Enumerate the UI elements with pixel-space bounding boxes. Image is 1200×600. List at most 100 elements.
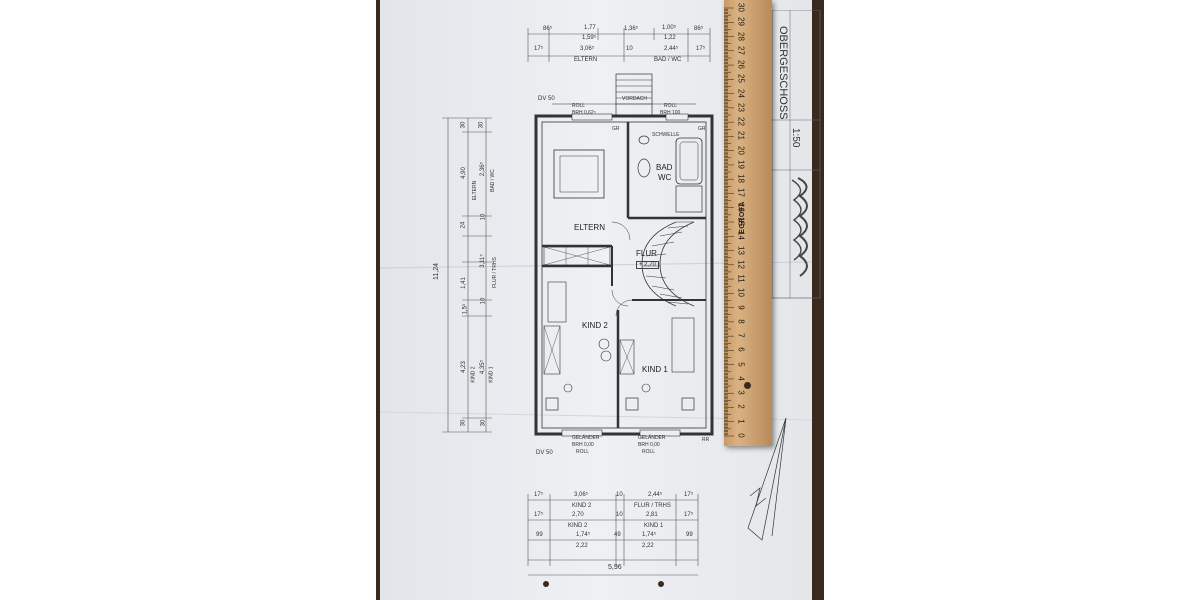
ruler-number: 26 (736, 60, 746, 70)
note-brh-bottom-right: BRH 0,00 (638, 442, 660, 448)
ruler-number: 8 (736, 319, 746, 324)
dim-top-4: 1,36⁵ (624, 26, 639, 32)
ruler-number: 17 (736, 188, 746, 198)
ruler-number: 13 (736, 245, 746, 255)
dim-top-3: 1,59⁵ (582, 35, 597, 41)
ruler-number: 29 (736, 17, 746, 27)
dim-left2-6: 4,35⁵ (480, 359, 487, 375)
dim-left2-7: 30 (480, 419, 487, 427)
dim-bot-r2-5: 17⁵ (684, 512, 694, 518)
dim-top-7: 86⁵ (694, 26, 704, 32)
dim-top-row2-4: 2,44⁵ (664, 46, 679, 52)
room-kind2: KIND 2 (582, 321, 608, 330)
punch-hole (658, 581, 664, 587)
dim-bot-r3-2: 1,74⁵ (576, 532, 591, 538)
ruler-number: 9 (736, 304, 746, 310)
dim-left-label-kind2: KIND 2 (470, 366, 477, 383)
dim-top-2: 1,77 (584, 25, 596, 31)
dim-left-label-kind1: KIND 1 (488, 366, 495, 383)
note-gr2: GR (698, 126, 706, 132)
note-roll-top-right: ROLL (664, 103, 678, 109)
ruler-number: 23 (736, 102, 746, 112)
dim-bot-r3-sub-2: 2,22 (642, 543, 654, 549)
dim-left-label-bad: BAD / WC (489, 169, 496, 192)
dim-left-outer: 11,24 (433, 263, 440, 280)
ruler-brand-logo: EGROFA (736, 200, 756, 240)
note-dv50-bottom: DV 50 (536, 450, 553, 456)
north-arrow (747, 417, 787, 541)
dim-bot-r1-3: 10 (616, 492, 623, 498)
photo: 86⁵ 1,77 1,59⁵ 1,36⁵ 1,00⁵ 1,22 86⁵ 17⁵ … (376, 0, 824, 600)
dim-left2-1: 30 (478, 121, 485, 129)
dim-top-label-bad: BAD / WC (654, 57, 682, 63)
dim-bot-r3-1: 99 (536, 532, 543, 538)
note-gelander-left: GELÄNDER (572, 435, 600, 441)
dim-left-label-flur: FLUR / TRHS (491, 257, 498, 288)
ruler-number: 1 (736, 418, 746, 424)
punch-hole (543, 581, 549, 587)
dim-top-6: 1,22 (664, 35, 676, 41)
ruler-number: 5 (736, 361, 746, 367)
dim-top-row2-1: 17⁵ (534, 46, 544, 52)
note-roll-bottom-left: ROLL (576, 449, 590, 455)
ruler-number: 28 (736, 31, 746, 41)
dim-bot-r1-2: 3,06⁵ (574, 492, 589, 498)
dim-bot-r3-4: 1,74⁵ (642, 532, 657, 538)
ruler-number: 2 (736, 404, 746, 410)
dim-bot-r2-3: 10 (616, 512, 623, 518)
ruler-hole (744, 382, 751, 389)
dim-bot-r3-5: 99 (686, 532, 693, 538)
ruler-number: 19 (736, 159, 746, 169)
ruler-number: 3 (736, 390, 746, 395)
title-block-frame (771, 10, 821, 299)
dim-bot-r3-sub-1: 2,22 (576, 543, 588, 549)
room-flur: FLUR (636, 249, 657, 258)
ruler-ticks (724, 7, 734, 437)
dim-top-label-eltern: ELTERN (574, 57, 598, 63)
dim-left-6: 4,23 (460, 361, 467, 373)
dim-left-4: 1,41 (460, 277, 467, 289)
dim-top-row2-5: 17⁵ (696, 46, 706, 52)
room-flur-level: + 2,70 (636, 261, 659, 269)
dim-left-7: 30 (460, 419, 467, 427)
dim-bot-r2-label-1: KIND 2 (568, 523, 588, 529)
room-eltern: ELTERN (574, 223, 605, 232)
ruler-number: 12 (736, 259, 746, 269)
ruler-number: 22 (736, 117, 746, 127)
dimensions-top (527, 28, 711, 62)
dim-bot-r1-5: 17⁵ (684, 492, 694, 498)
room-bad: BAD (656, 163, 673, 172)
plan-title: OBERGESCHOSS (777, 26, 789, 120)
note-brh-bottom-left: BRH 0,00 (572, 442, 594, 448)
dim-bot-total: 5,96 (608, 564, 622, 571)
room-wc: WC (658, 173, 672, 182)
dim-bot-r1-label-1: KIND 2 (572, 503, 592, 509)
dim-left-1: 30 (460, 121, 467, 129)
ruler-brand-text: EGROFA (738, 201, 746, 234)
dim-bot-r2-label-2: KIND 1 (644, 523, 664, 529)
ruler-number: 11 (736, 274, 746, 283)
dim-left2-3: 10 (480, 213, 487, 221)
dim-left2-2: 2,36⁵ (480, 161, 487, 177)
dim-bot-r3-3: 49 (614, 532, 621, 538)
ruler-number: 0 (736, 433, 746, 438)
dim-bot-r1-4: 2,44⁵ (648, 492, 663, 498)
dim-bot-r1-label-2: FLUR / TRHS (634, 503, 671, 509)
ruler-number: 27 (736, 45, 746, 55)
dim-top-1: 86⁵ (543, 26, 553, 32)
plan-scale: 1:50 (790, 128, 801, 148)
note-roll-bottom-right: ROLL (642, 449, 656, 455)
note-gr1: GR (612, 126, 620, 132)
dim-top-row2-3: 10 (626, 46, 633, 52)
room-kind1: KIND 1 (642, 365, 668, 374)
dim-left-5: 1,5⁵ (462, 303, 469, 315)
ruler-number: 7 (736, 333, 746, 338)
dim-left-3: 24 (460, 221, 467, 229)
ruler-number: 30 (736, 3, 746, 12)
note-dv50-top: DV 50 (538, 96, 555, 102)
dim-left-2: 4,90 (460, 167, 467, 179)
note-brh-top-left: BRH 0,62⁵ (572, 110, 596, 116)
ruler-number: 25 (736, 74, 746, 84)
title-block: OBERGESCHOSS 1:50 (770, 10, 824, 300)
ruler-number: 18 (736, 174, 746, 184)
